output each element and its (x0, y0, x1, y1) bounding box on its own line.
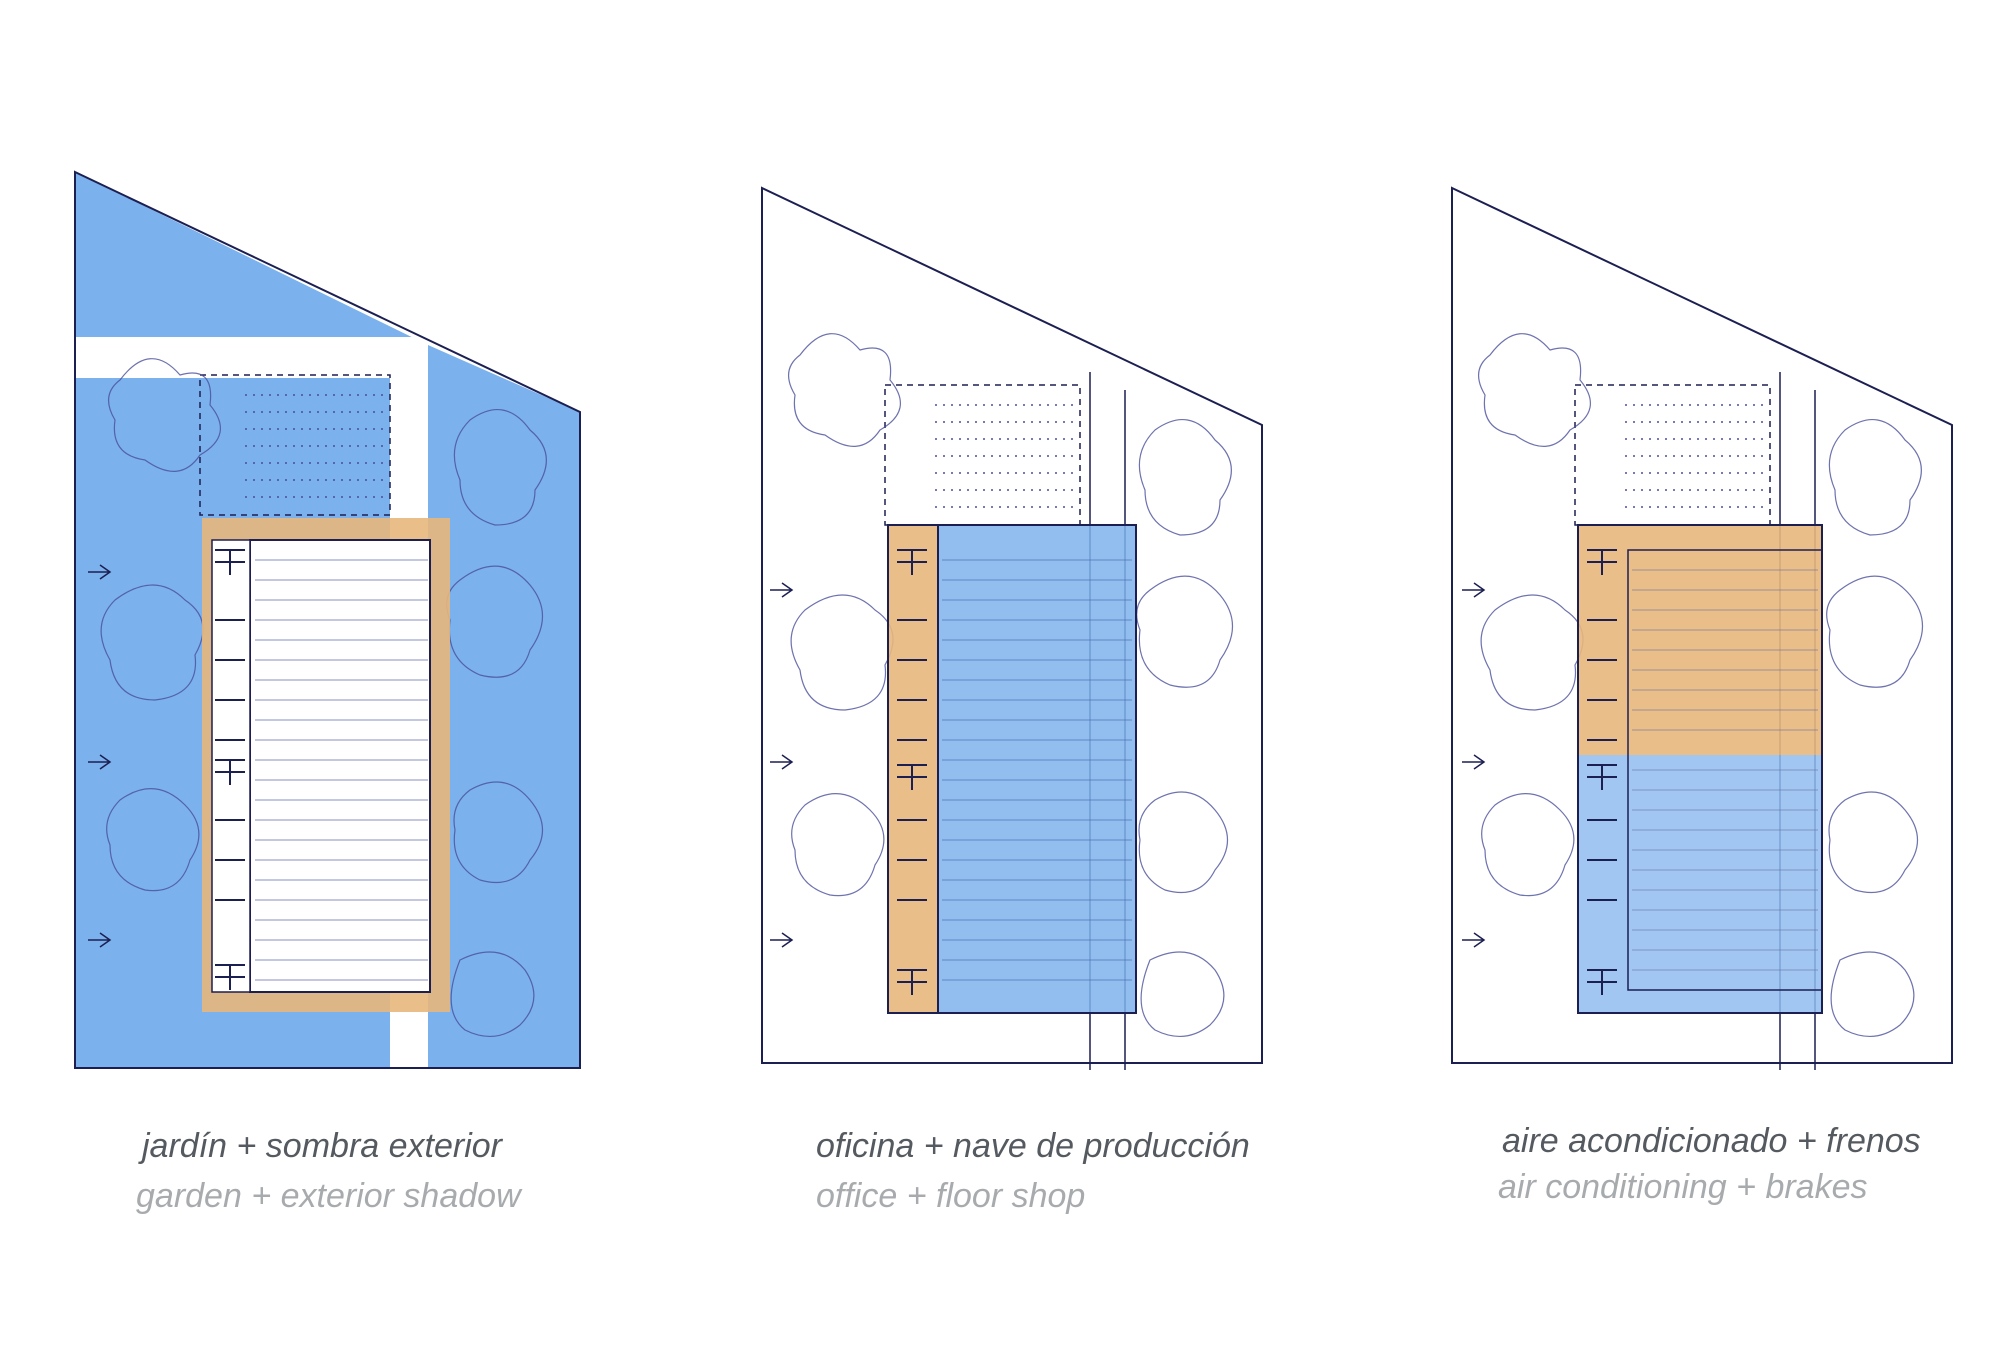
panel-2-entry-arrows (770, 582, 794, 948)
panel-1-caption-spanish: jardín + sombra exterior (142, 1127, 502, 1165)
panel-3-parking-dots (1625, 404, 1765, 508)
panel-1-access-path-horizontal (75, 337, 428, 378)
panel-1-building-interior (249, 539, 431, 993)
panel-2-floor-shop-block (937, 524, 1137, 1014)
panel-3-parking-boundary (1574, 384, 1771, 526)
panel-1-site-plan (74, 170, 581, 1069)
panel-3-caption-english: air conditioning + brakes (1498, 1168, 1868, 1206)
panel-2-caption-spanish: oficina + nave de producción (816, 1127, 1250, 1165)
panel-3-caption-spanish: aire acondicionado + frenos (1502, 1122, 1921, 1160)
panel-2-caption-english: office + floor shop (816, 1177, 1086, 1215)
panel-3-entry-arrows (1462, 582, 1486, 948)
panel-3-office-rooms (1587, 549, 1617, 995)
panel-2-office-rooms (897, 549, 927, 995)
panel-3-site-outline (1451, 186, 1953, 1064)
panel-1-site-outline (74, 170, 581, 1069)
panel-1-entry-arrows (88, 564, 112, 948)
panel-2-tree-sketches (788, 333, 1233, 1037)
panel-1-tree-sketches (100, 358, 547, 1037)
panel-1-caption-english: garden + exterior shadow (136, 1177, 521, 1215)
panel-3-building-inner (1627, 549, 1823, 991)
panel-3-site-plan (1451, 186, 1953, 1070)
panel-3-tree-sketches (1478, 333, 1923, 1037)
panel-1-roof-lines (255, 559, 428, 981)
panel-2-roof-lines (942, 559, 1132, 981)
panel-2-site-outline (761, 186, 1263, 1064)
panel-2-site-plan (761, 186, 1263, 1070)
panel-3-air-conditioning-zone (1578, 525, 1822, 755)
panel-3-brakes-zone (1578, 755, 1822, 1013)
panel-2-parking-dots (935, 404, 1075, 508)
panel-3-roof-lines (1632, 569, 1818, 971)
panel-1-office-rooms (215, 549, 245, 990)
panel-2-parking-boundary (884, 384, 1081, 526)
